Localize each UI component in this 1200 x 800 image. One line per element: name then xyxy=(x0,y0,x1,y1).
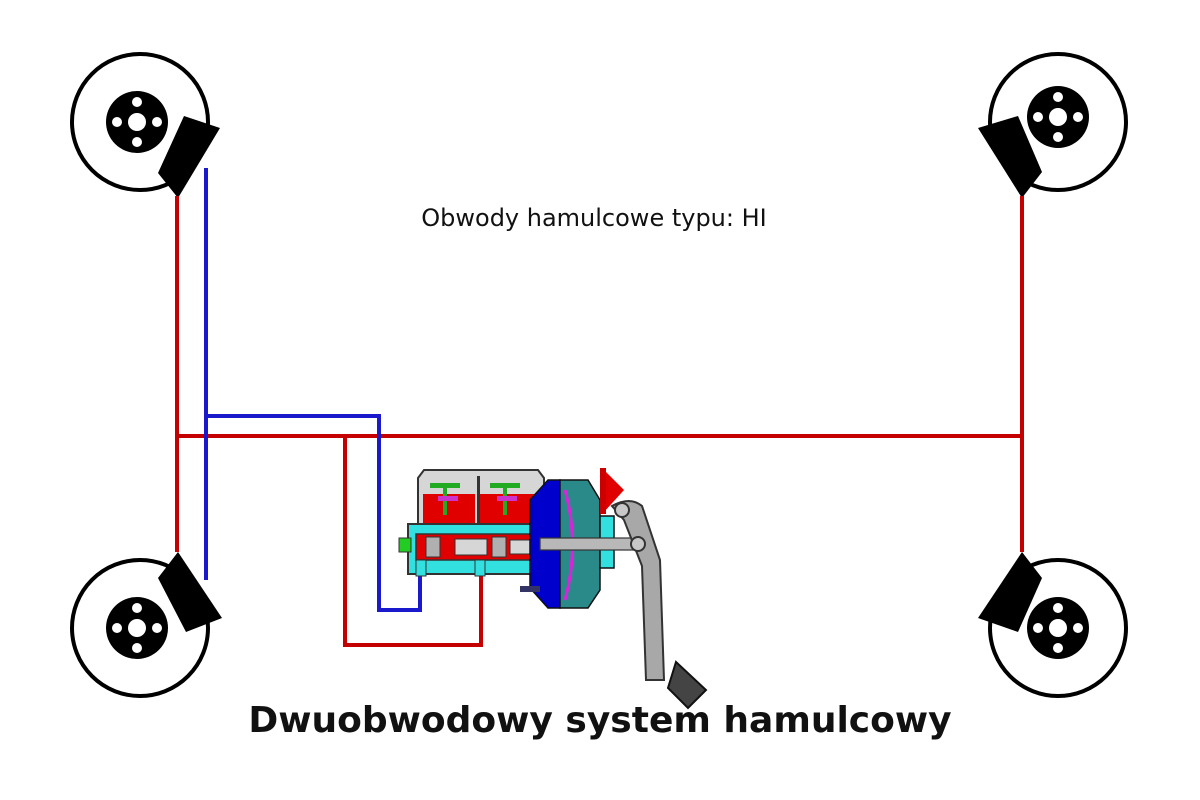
red-line-to-master-cylinder xyxy=(343,436,483,647)
pedal-pad xyxy=(666,660,708,710)
brake-caliper xyxy=(978,552,1042,632)
brake-lines xyxy=(175,168,1024,647)
push-rod xyxy=(539,537,641,551)
wheel-rear-right xyxy=(978,552,1128,698)
brake-caliper xyxy=(158,116,220,198)
brake-booster xyxy=(520,468,641,609)
pedal-mount xyxy=(604,470,624,512)
brake-caliper xyxy=(158,552,222,632)
diagram-title: Dwuobwodowy system hamulcowy xyxy=(248,700,952,741)
brake-caliper xyxy=(978,116,1042,198)
wheel-front-left xyxy=(70,52,220,198)
blue-line-to-master-cylinder xyxy=(206,414,422,612)
diagram-subtitle: Obwody hamulcowe typu: HI xyxy=(0,204,1200,232)
subtitle-text: Obwody hamulcowe typu: HI xyxy=(421,204,767,232)
master-cylinder xyxy=(398,469,547,577)
brake-pedal xyxy=(610,500,708,710)
wheel-front-right xyxy=(978,52,1128,198)
wheel-rear-left xyxy=(70,552,222,698)
pedal-arm xyxy=(610,500,666,681)
